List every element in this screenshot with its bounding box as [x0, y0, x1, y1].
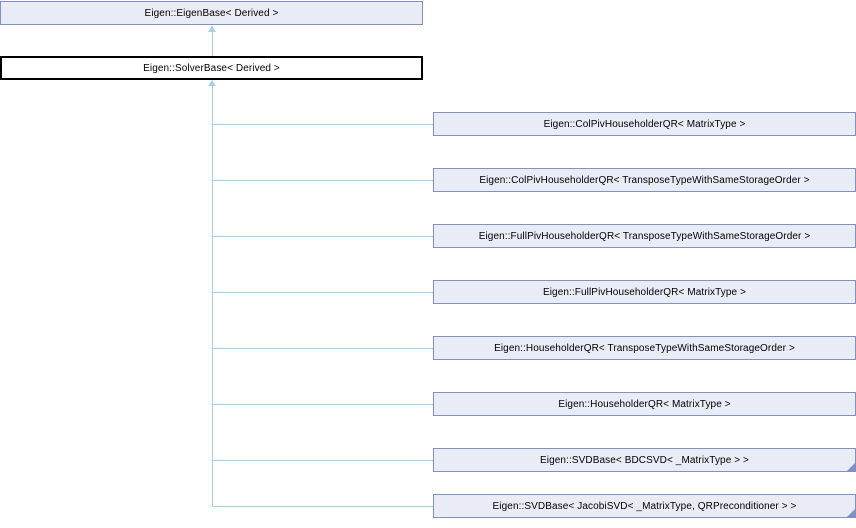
- class-node-label: Eigen::ColPivHouseholderQR< TransposeTyp…: [479, 174, 810, 186]
- class-node-label: Eigen::HouseholderQR< MatrixType >: [558, 398, 731, 410]
- inheritance-arrow-icon: [208, 80, 216, 86]
- edge-branch: [212, 404, 433, 405]
- edge-branch: [212, 348, 433, 349]
- edge-base-to-current: [212, 26, 213, 56]
- page-fold-icon: [847, 463, 855, 471]
- edge-branch: [212, 460, 433, 461]
- inheritance-arrow-icon: [208, 26, 216, 32]
- class-node-label: Eigen::ColPivHouseholderQR< MatrixType >: [543, 118, 746, 130]
- class-node-derived[interactable]: Eigen::HouseholderQR< MatrixType >: [433, 392, 856, 416]
- page-fold-icon: [847, 509, 855, 517]
- edge-branch: [212, 180, 433, 181]
- edge-branch: [212, 506, 433, 507]
- class-node-eigenbase[interactable]: Eigen::EigenBase< Derived >: [0, 1, 423, 25]
- class-node-derived[interactable]: Eigen::FullPivHouseholderQR< TransposeTy…: [433, 224, 856, 248]
- class-node-label: Eigen::SVDBase< BDCSVD< _MatrixType > >: [540, 454, 749, 466]
- edge-derived-trunk: [212, 86, 213, 506]
- class-node-derived[interactable]: Eigen::SVDBase< JacobiSVD< _MatrixType, …: [433, 494, 856, 518]
- edge-branch: [212, 124, 433, 125]
- class-node-derived[interactable]: Eigen::FullPivHouseholderQR< MatrixType …: [433, 280, 856, 304]
- class-node-label: Eigen::FullPivHouseholderQR< TransposeTy…: [478, 230, 811, 242]
- class-node-label: Eigen::SolverBase< Derived >: [143, 62, 280, 74]
- class-node-label: Eigen::FullPivHouseholderQR< MatrixType …: [542, 286, 747, 298]
- class-node-label: Eigen::HouseholderQR< TransposeTypeWithS…: [494, 342, 795, 354]
- edge-branch: [212, 236, 433, 237]
- class-node-derived[interactable]: Eigen::ColPivHouseholderQR< MatrixType >: [433, 112, 856, 136]
- edge-branch: [212, 292, 433, 293]
- class-node-label: Eigen::EigenBase< Derived >: [144, 7, 279, 19]
- class-node-derived[interactable]: Eigen::SVDBase< BDCSVD< _MatrixType > >: [433, 448, 856, 472]
- class-node-label: Eigen::SVDBase< JacobiSVD< _MatrixType, …: [492, 500, 797, 512]
- class-node-derived[interactable]: Eigen::HouseholderQR< TransposeTypeWithS…: [433, 336, 856, 360]
- class-node-solverbase-current[interactable]: Eigen::SolverBase< Derived >: [0, 56, 423, 80]
- class-node-derived[interactable]: Eigen::ColPivHouseholderQR< TransposeTyp…: [433, 168, 856, 192]
